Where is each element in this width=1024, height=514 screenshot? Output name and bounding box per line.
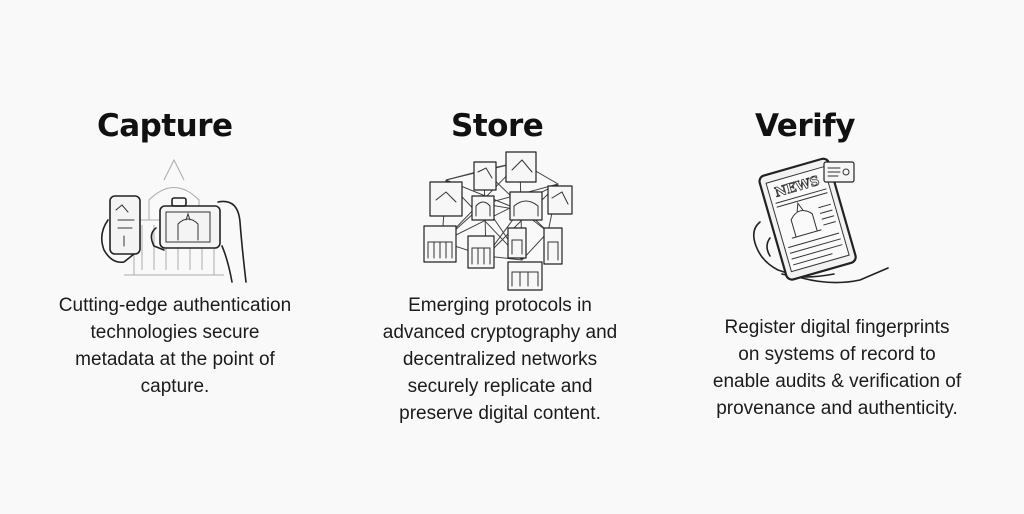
- column-title: Store: [451, 108, 544, 144]
- tablet-news-verify-icon: NEWS: [752, 157, 889, 284]
- column-description: Register digital fingerprints on systems…: [712, 317, 962, 419]
- column-description: Cutting-edge authentication technologies…: [58, 295, 292, 397]
- column-title: Verify: [755, 108, 855, 144]
- phone-camera-capture-icon: [100, 158, 247, 283]
- network-storage-icon: [423, 151, 573, 291]
- column-description: Emerging protocols in advanced cryptogra…: [382, 295, 618, 424]
- column-title: Capture: [97, 108, 233, 144]
